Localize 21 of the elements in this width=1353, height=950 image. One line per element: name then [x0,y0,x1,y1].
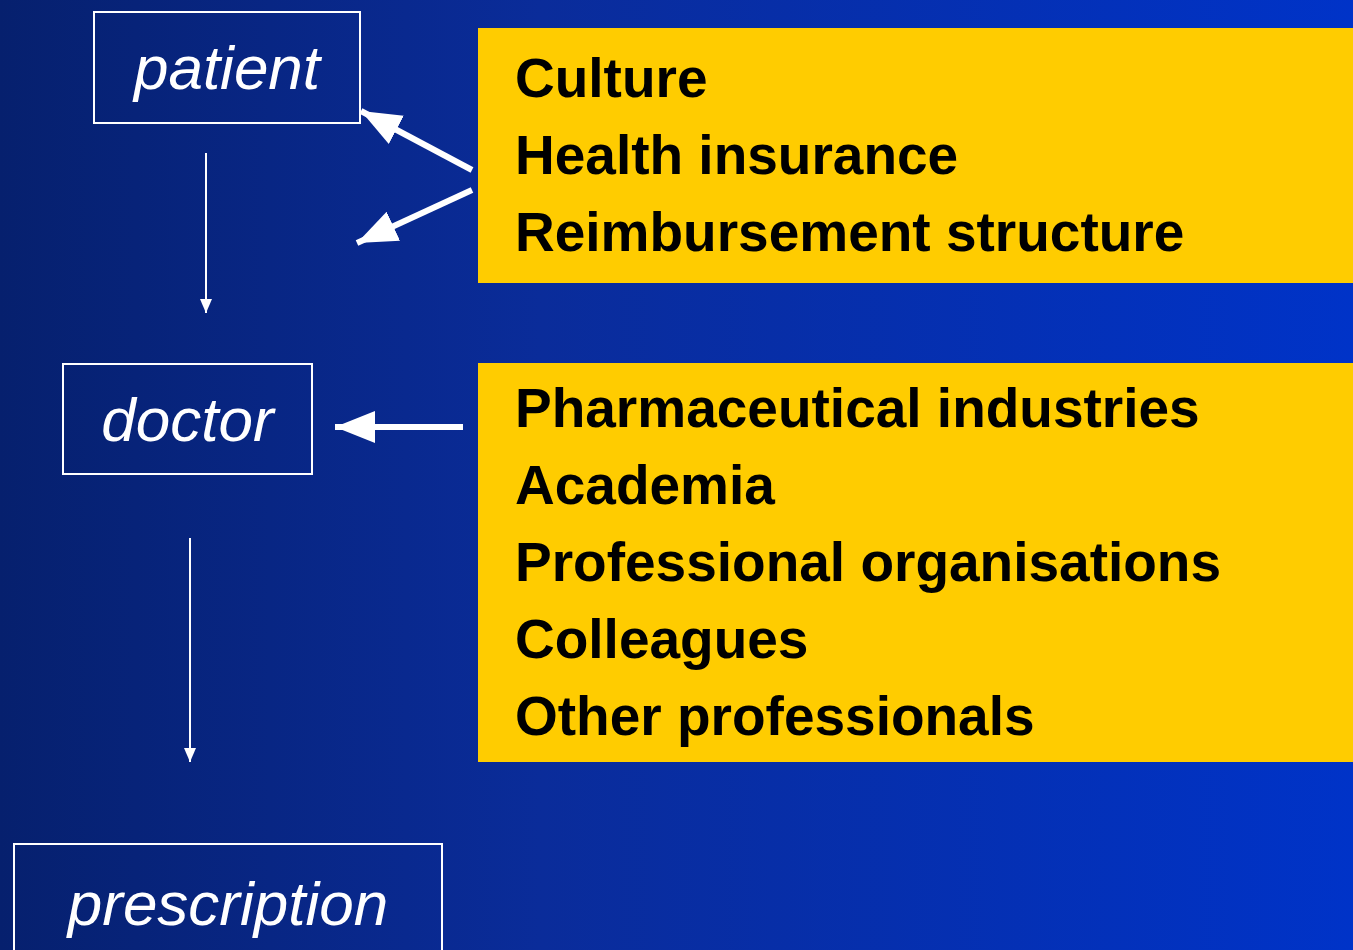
factor-item: Professional organisations [515,530,1222,595]
factor-item: Academia [515,453,777,518]
term-label: patient [133,32,321,103]
arrow [355,187,474,246]
term-box [93,11,361,124]
factor-item: Culture [515,46,709,111]
term-box [13,843,443,950]
arrow [359,108,474,173]
factor-item: Colleagues [515,607,810,672]
term-box [62,363,313,475]
factor-panel [478,363,1353,762]
factor-item: Health insurance [515,123,960,188]
factor-item: Reimbursement structure [515,200,1186,265]
factor-panel [478,28,1353,283]
term-label: doctor [101,383,274,455]
arrow [335,411,463,443]
term-label: prescription [67,867,389,939]
arrow [200,152,212,314]
arrow [184,537,196,763]
factor-item: Other professionals [515,684,1036,749]
factor-item: Pharmaceutical industries [515,376,1201,441]
